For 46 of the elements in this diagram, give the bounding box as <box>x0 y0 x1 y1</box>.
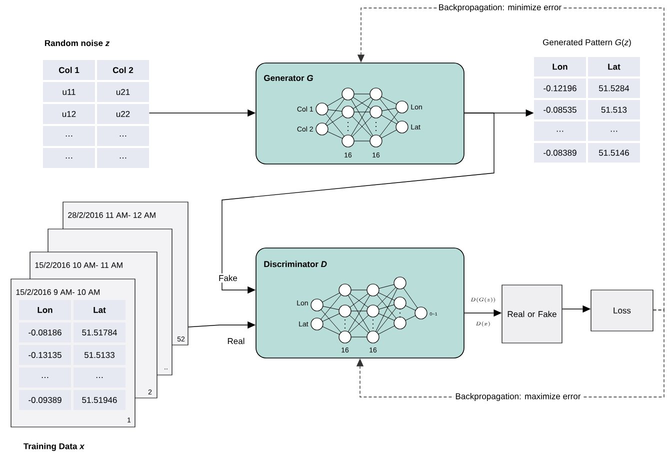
table-cell: … <box>97 148 149 168</box>
table-cell: -0.08389 <box>534 143 586 162</box>
node-label: Training Data x <box>24 443 85 451</box>
table-cell: Lon <box>534 57 586 76</box>
sheet-date: 15/2/2016 9 AM- 10 AM <box>16 289 100 295</box>
table-cell: -0.12196 <box>534 78 586 98</box>
table-cell: u22 <box>97 104 149 124</box>
table-title: Random noise z <box>44 40 110 46</box>
edge-label: Real <box>226 336 246 346</box>
table-cell: u11 <box>43 82 95 102</box>
table-cell: … <box>97 126 149 146</box>
table-cell: Lat <box>74 300 126 320</box>
table-cell: u21 <box>97 82 149 102</box>
table-cell: Col 1 <box>43 60 95 80</box>
table-cell: … <box>19 368 71 388</box>
table-cell: … <box>43 126 95 146</box>
table-cell: 51.5284 <box>588 78 640 98</box>
table-cell: 51.51946 <box>74 390 126 410</box>
sheet-date: 28/2/2016 11 AM- 12 AM <box>68 212 156 218</box>
table-title: Generated Pattern G(z) <box>543 39 631 47</box>
signal-label: $D(x)$ <box>476 322 490 326</box>
table-cell: … <box>588 122 640 141</box>
box-text: Real or Fake <box>508 310 556 318</box>
table-cell: Col 2 <box>97 60 149 80</box>
table-cell: -0.13135 <box>19 345 71 365</box>
edge-label: Backpropagation: maximize error <box>454 392 582 402</box>
table-cell: u12 <box>43 104 95 124</box>
edge-label: Backpropagation: minimize error <box>436 2 564 14</box>
edge-label: Fake <box>217 273 239 283</box>
signal-label: $D(G(z))$ <box>470 298 495 302</box>
table-cell: … <box>43 148 95 168</box>
box-title: Discriminator D <box>264 260 327 268</box>
table-cell: … <box>74 368 126 388</box>
table-cell: 51.5133 <box>74 345 126 365</box>
table-cell: -0.09389 <box>19 390 71 410</box>
box-text: Loss <box>614 308 631 314</box>
table-cell: 51.51784 <box>74 322 126 342</box>
table-cell: 51.513 <box>588 100 640 120</box>
sheet-date: 15/2/2016 10 AM- 11 AM <box>35 262 122 268</box>
table-cell: Lon <box>19 300 71 320</box>
table-cell: 51.5146 <box>588 143 640 162</box>
table-cell: -0.08535 <box>534 100 586 120</box>
table-cell: -0.08186 <box>19 322 71 342</box>
box-title: Generator G <box>264 75 314 81</box>
table-cell: Lat <box>588 57 640 76</box>
table-cell: … <box>534 122 586 141</box>
